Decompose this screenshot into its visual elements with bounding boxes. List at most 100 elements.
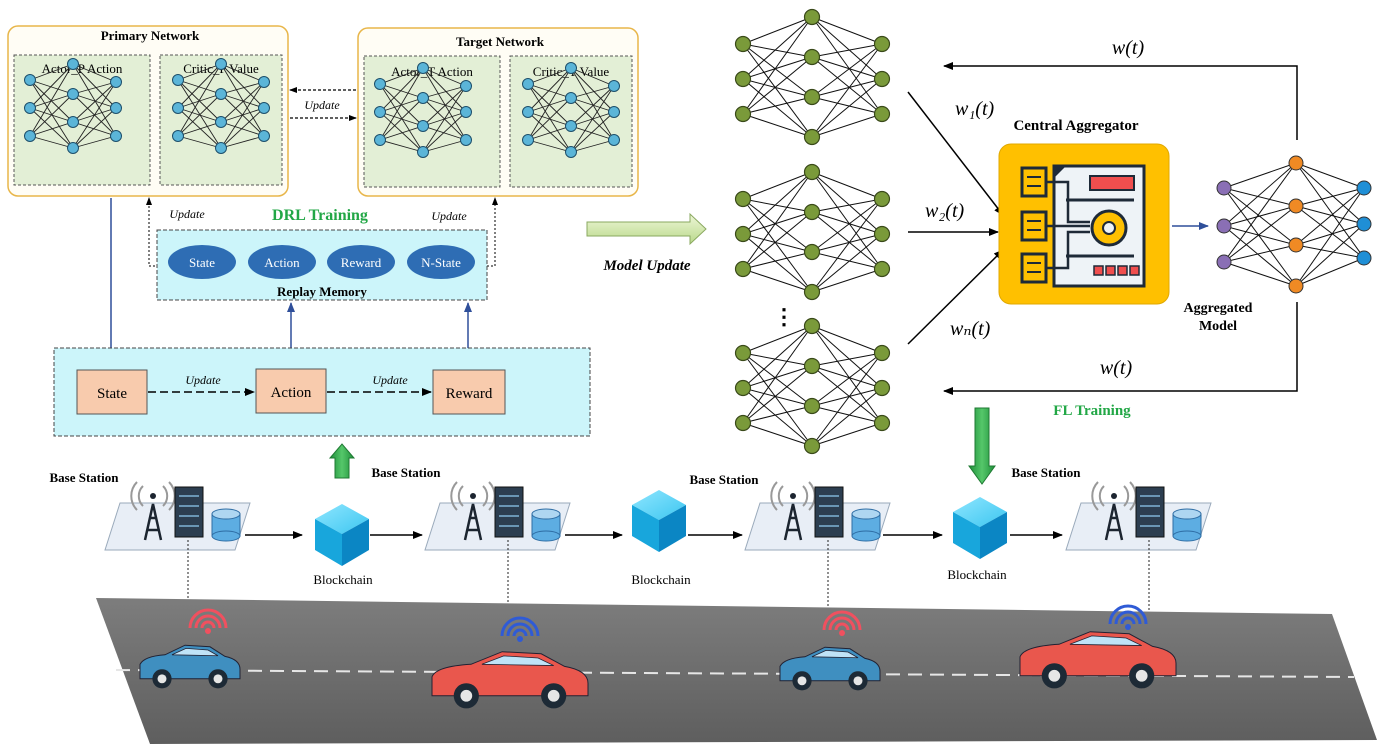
neuron-node: [67, 58, 79, 70]
blockchain-label: Blockchain: [313, 572, 373, 587]
neuron-node: [734, 70, 752, 88]
local-model-2: [734, 163, 891, 301]
neuron-node: [67, 116, 79, 128]
neuron-node: [1288, 278, 1304, 294]
down-green-arrow: [968, 407, 996, 485]
neuron-node: [565, 62, 577, 74]
drl-training-title: DRL Training: [272, 207, 368, 224]
primary-network-panel: Primary Network Actor_P Action Critic_P …: [7, 25, 289, 197]
neuron-node: [803, 163, 821, 181]
base-station: Base Station: [690, 472, 891, 616]
replay-memory-title: Replay Memory: [277, 284, 367, 299]
replay-nstate: N-State: [407, 245, 475, 279]
neuron-node: [873, 190, 891, 208]
blockchain-cube: Blockchain: [947, 497, 1007, 582]
neuron-node: [803, 88, 821, 106]
up-green-arrow: [328, 443, 356, 479]
flow-action-label: Action: [271, 385, 312, 401]
blockchain-cube: Blockchain: [313, 504, 373, 587]
network-update-label: Update: [304, 98, 340, 112]
network-update-arrows: Update: [289, 87, 357, 121]
neuron-node: [803, 437, 821, 455]
neuron-node: [374, 134, 386, 146]
neuron-node: [417, 120, 429, 132]
neuron-node: [460, 80, 472, 92]
neuron-node: [172, 102, 184, 114]
update-right-label: Update: [431, 209, 467, 223]
neuron-node: [565, 92, 577, 104]
neuron-node: [565, 146, 577, 158]
critic-t-network: [522, 62, 620, 158]
neuron-node: [608, 106, 620, 118]
vehicle: [139, 608, 241, 689]
flow-update-2: Update: [372, 373, 408, 387]
flow-reward-label: Reward: [446, 386, 493, 402]
neuron-node: [24, 74, 36, 86]
neuron-node: [873, 414, 891, 432]
drl-flow-panel: State Action Reward Update Update: [53, 347, 591, 437]
neuron-node: [873, 260, 891, 278]
neuron-node: [565, 120, 577, 132]
neuron-node: [734, 190, 752, 208]
vehicle: [1019, 604, 1177, 689]
replay-action: Action: [248, 245, 316, 279]
aggregator-icon: [1020, 164, 1146, 288]
actor-p-network: [24, 58, 122, 154]
blockchain-label: Blockchain: [947, 567, 1007, 582]
neuron-node: [873, 70, 891, 88]
neuron-node: [608, 80, 620, 92]
critic-p-network: [172, 58, 270, 154]
neuron-node: [522, 78, 534, 90]
neuron-node: [873, 105, 891, 123]
replay-state: State: [168, 245, 236, 279]
neuron-node: [873, 379, 891, 397]
neuron-node: [110, 130, 122, 142]
neuron-node: [734, 344, 752, 362]
neuron-node: [110, 76, 122, 88]
base-station: Base Station: [1012, 465, 1212, 626]
flow-state-label: State: [97, 386, 127, 402]
neuron-node: [873, 35, 891, 53]
neuron-node: [803, 283, 821, 301]
local-model-n: [734, 317, 891, 455]
flow-update-1: Update: [185, 373, 221, 387]
neuron-node: [1216, 254, 1232, 270]
weight-wt-bottom: w(t): [1100, 357, 1133, 379]
neuron-node: [803, 8, 821, 26]
neuron-node: [215, 88, 227, 100]
neuron-node: [67, 88, 79, 100]
fl-training-title: FL Training: [1053, 403, 1131, 419]
neuron-node: [374, 78, 386, 90]
neuron-node: [1216, 218, 1232, 234]
vehicle: [431, 616, 589, 709]
neuron-node: [734, 414, 752, 432]
neuron-node: [873, 344, 891, 362]
neuron-node: [734, 105, 752, 123]
base-station: Base Station: [372, 465, 571, 612]
central-aggregator-title: Central Aggregator: [1013, 118, 1138, 134]
base-station-label: Base Station: [690, 472, 760, 487]
neuron-node: [803, 397, 821, 415]
neuron-node: [258, 76, 270, 88]
weight-wn: wₙ(t): [950, 318, 991, 340]
neuron-node: [460, 106, 472, 118]
neuron-node: [803, 203, 821, 221]
aggregated-model-network: [1216, 155, 1372, 294]
weight-w1: w₁(t): [955, 98, 995, 120]
neuron-node: [803, 243, 821, 261]
model-update-label: Model Update: [602, 258, 690, 274]
neuron-node: [734, 35, 752, 53]
neuron-node: [215, 116, 227, 128]
neuron-node: [1356, 180, 1372, 196]
neuron-node: [215, 58, 227, 70]
vehicle: [779, 610, 881, 691]
neuron-node: [172, 74, 184, 86]
neuron-node: [1216, 180, 1232, 196]
neuron-node: [417, 92, 429, 104]
base-station-label: Base Station: [372, 465, 442, 480]
primary-network-title: Primary Network: [101, 28, 200, 43]
